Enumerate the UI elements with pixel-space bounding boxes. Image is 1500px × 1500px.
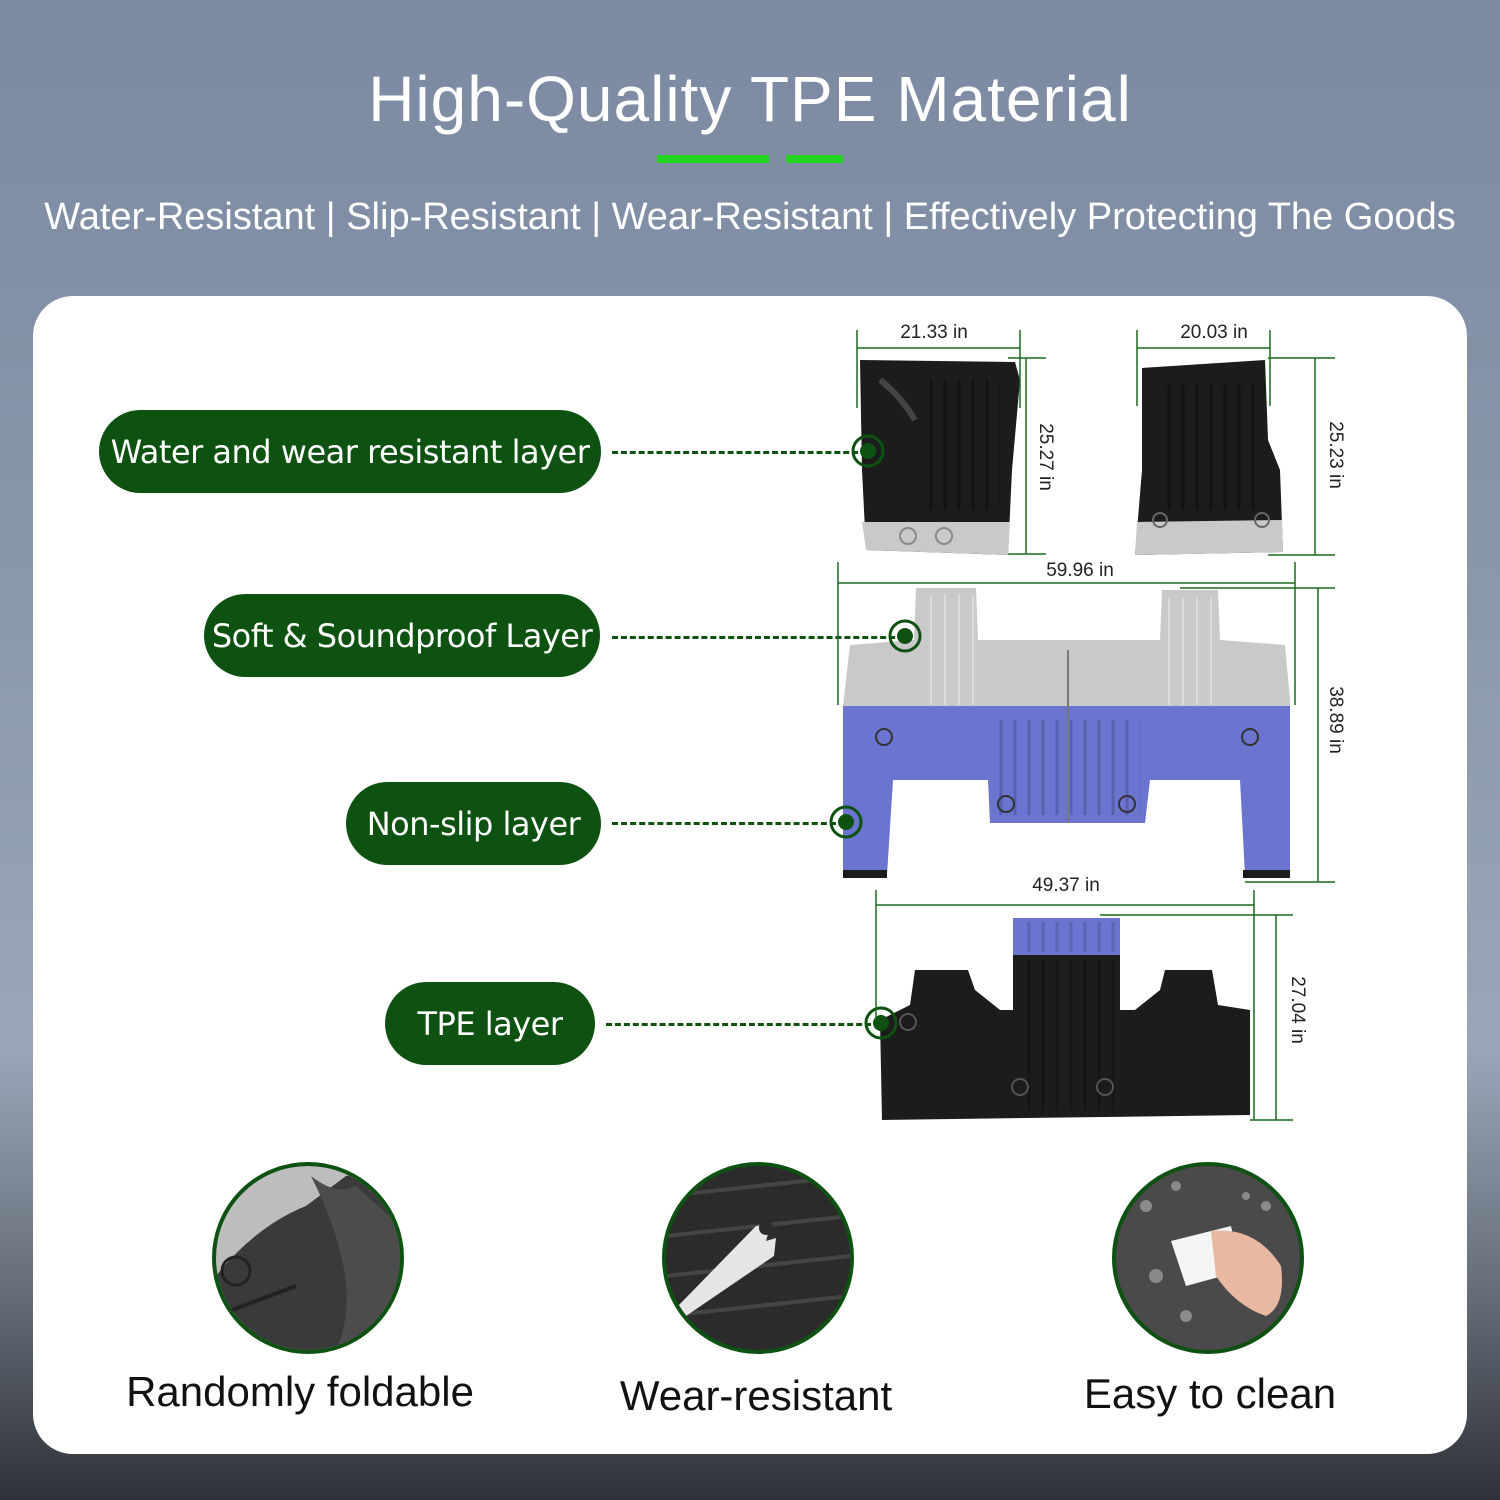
layer-label: Soft & Soundproof Layer	[211, 616, 593, 655]
title-dash-left	[657, 155, 769, 163]
layer-pill-water-wear: Water and wear resistant layer	[99, 410, 601, 493]
scratch-tool-icon	[662, 1162, 854, 1354]
connector-line	[612, 636, 904, 639]
connector-line	[606, 1023, 880, 1026]
folded-mat-icon	[212, 1162, 404, 1354]
layer-pill-non-slip: Non-slip layer	[346, 782, 601, 865]
connector-line	[612, 822, 845, 825]
layer-pill-soft-soundproof: Soft & Soundproof Layer	[204, 594, 600, 677]
page-title: High-Quality TPE Material	[368, 63, 1132, 135]
title-dash-right	[786, 155, 843, 163]
layer-label: TPE layer	[417, 1004, 563, 1043]
layer-label: Water and wear resistant layer	[110, 432, 590, 471]
layer-pill-tpe: TPE layer	[385, 982, 595, 1065]
connector-line	[612, 451, 867, 454]
layer-label: Non-slip layer	[366, 804, 581, 843]
feature-label-easy-clean: Easy to clean	[1083, 1370, 1337, 1417]
feature-label-wear-resistant: Wear-resistant	[619, 1372, 893, 1419]
feature-label-foldable: Randomly foldable	[126, 1368, 474, 1415]
page-subtitle: Water-Resistant | Slip-Resistant | Wear-…	[44, 196, 1456, 238]
wipe-clean-icon	[1112, 1162, 1304, 1354]
